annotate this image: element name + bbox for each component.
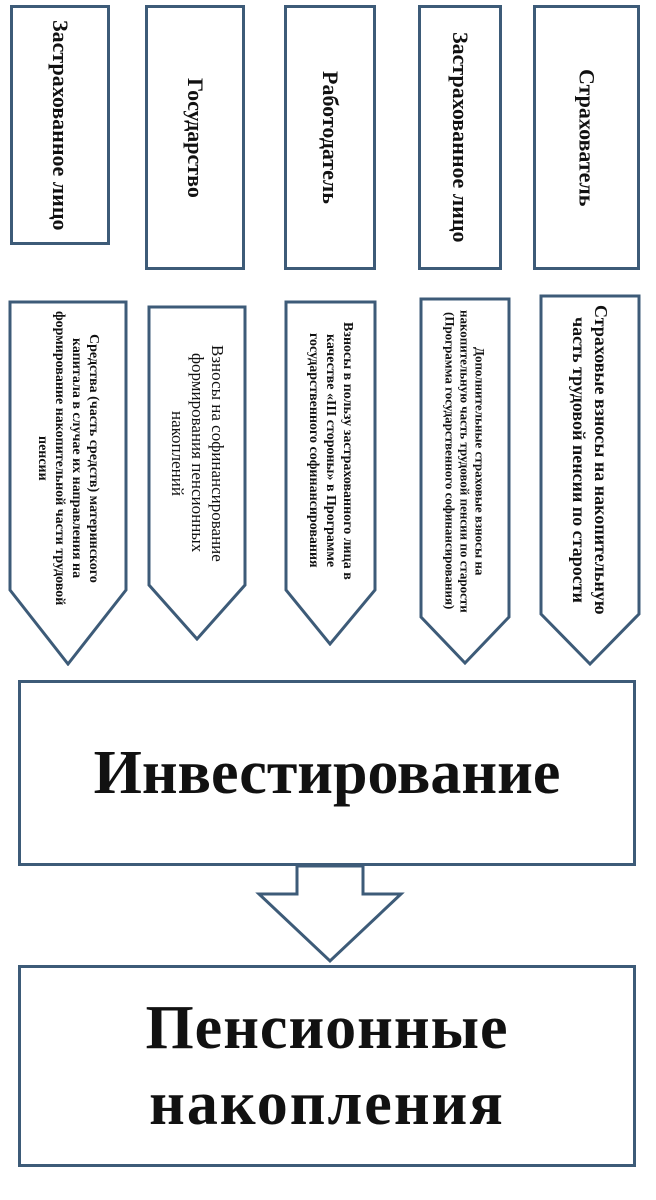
result-line-1: Пенсионные [145,994,509,1062]
source-box-insured-person-2: Застрахованное лицо [418,5,502,270]
investment-label: Инвестирование [93,738,561,807]
pension-savings-box: Пенсионные накопления [18,965,636,1167]
flow-label: Взносы на софинансирование формирования … [168,344,227,562]
flow-arrow-insurance-contributions: Страховые взносы на накопительную часть … [539,294,641,666]
result-line-2: накопления [149,1070,505,1138]
source-box-insured-person-1: Застрахованное лицо [10,5,110,245]
flow-arrow-state-cofinancing: Взносы на софинансирование формирования … [147,305,247,641]
source-box-employer: Работодатель [284,5,376,270]
flow-label: Страховые взносы на накопительную часть … [569,305,611,615]
source-label: Государство [183,77,208,198]
source-box-state: Государство [145,5,245,270]
investment-box: Инвестирование [18,680,636,866]
source-label: Застрахованное лицо [448,32,473,243]
source-label: Застрахованное лицо [48,19,73,231]
down-arrow-icon [255,864,405,964]
flow-arrow-additional-contributions: Дополнительные страховые взносы на накоп… [419,297,511,665]
flow-arrow-maternity-capital: Средства (часть средств) материнского ка… [8,300,128,666]
flow-label: Дополнительные страховые взносы на накоп… [442,309,488,613]
flow-label: Взносы в пользу застрахованного лица в к… [306,321,355,580]
flow-label: Средства (часть средств) материнского ка… [35,310,101,606]
flow-arrow-employer-contributions: Взносы в пользу застрахованного лица в к… [284,300,377,646]
source-label: Работодатель [318,71,343,204]
source-box-policyholder: Страхователь [533,5,640,270]
source-label: Страхователь [574,68,600,207]
